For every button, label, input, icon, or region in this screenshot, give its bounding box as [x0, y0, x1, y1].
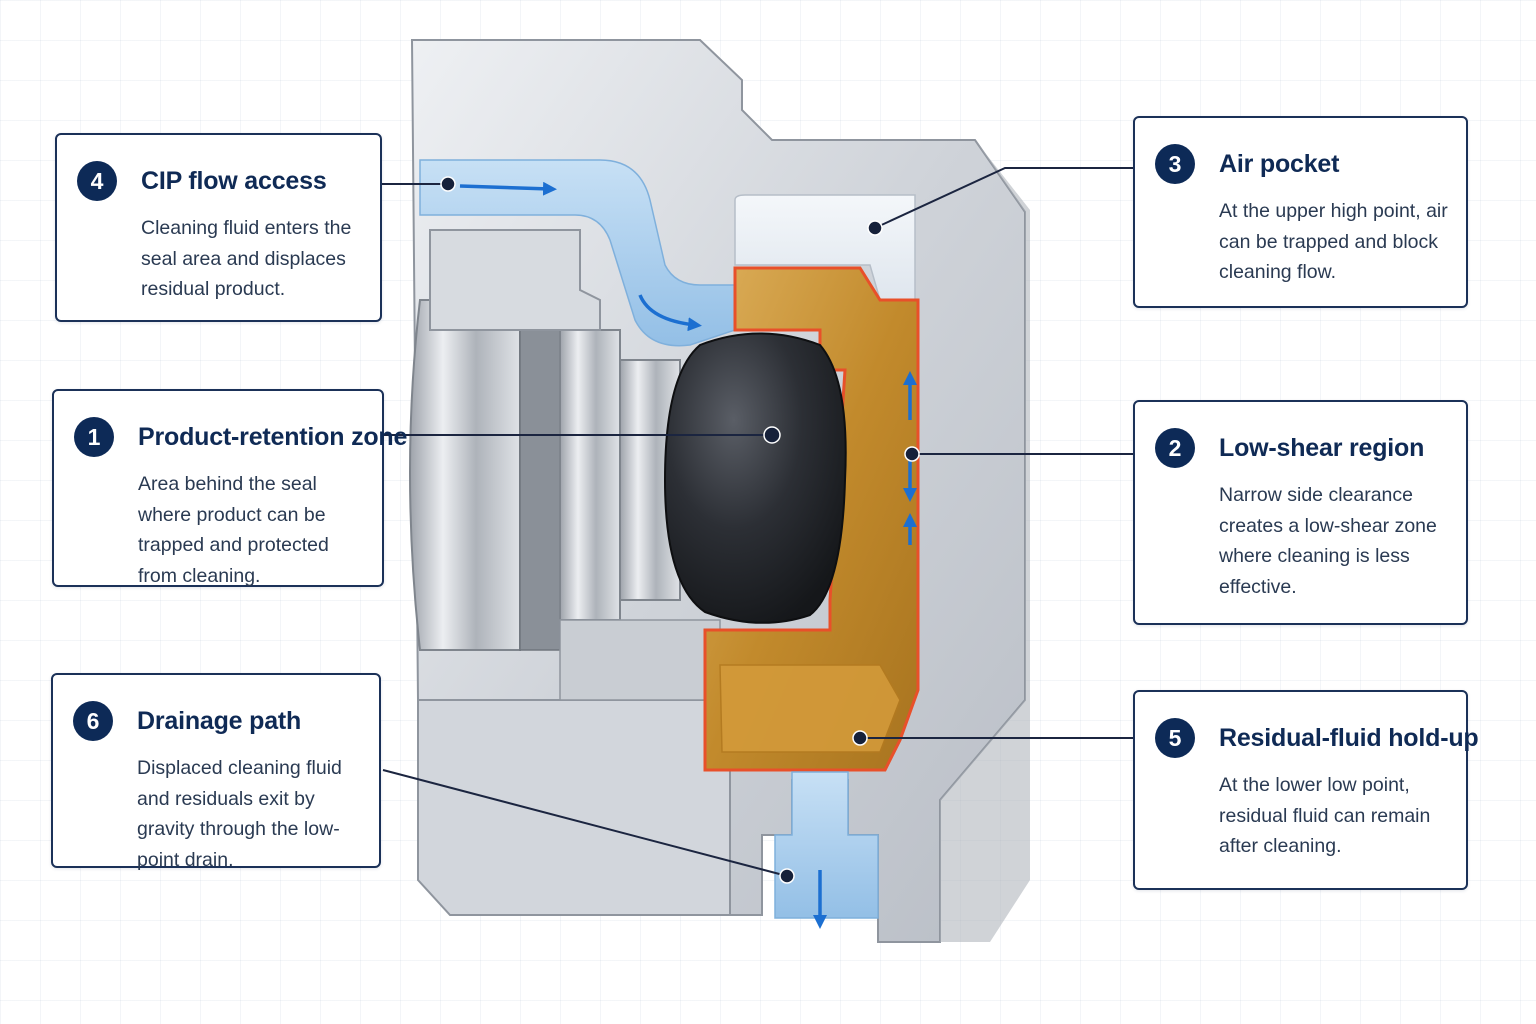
callout-title: Product-retention zone — [138, 423, 408, 451]
bearing-rings — [409, 229, 721, 701]
leader-lines — [381, 167, 1133, 877]
callout-description: Displaced cleaning fluid and residuals e… — [137, 757, 342, 871]
callout-title: Air pocket — [1219, 150, 1340, 178]
callout-title: Residual-fluid hold-up — [1219, 724, 1479, 752]
residual-sump — [719, 664, 901, 753]
callout-description: Cleaning fluid enters the seal area and … — [141, 217, 352, 300]
callout-description: At the lower low point, residual fluid c… — [1219, 774, 1431, 857]
flow-arrows — [459, 181, 917, 929]
callout-number-badge: 6 — [73, 701, 113, 741]
callout-low-shear-region: 2 Low-shear region Narrow side clearance… — [1133, 400, 1468, 625]
callout-title: Drainage path — [137, 707, 302, 735]
callout-number-badge: 2 — [1155, 428, 1195, 468]
callout-description: Area behind the seal where product can b… — [138, 473, 329, 587]
housing-side-face — [940, 140, 1030, 942]
callout-description: Narrow side clearance creates a low-shea… — [1219, 484, 1437, 598]
leader-dots — [440, 176, 920, 884]
callout-number-badge: 4 — [77, 161, 117, 201]
callout-drainage-path: 6 Drainage path Displaced cleaning fluid… — [51, 673, 381, 871]
callout-description: At the upper high point, air can be trap… — [1219, 200, 1448, 283]
callout-product-retention-zone: 1 Product-retention zone Area behind the… — [52, 389, 407, 587]
elastomer-seal — [663, 332, 847, 624]
drain-channel — [774, 771, 879, 919]
callout-residual-fluid-hold-up: 5 Residual-fluid hold-up At the lower lo… — [1133, 690, 1479, 890]
callout-number-badge: 3 — [1155, 144, 1195, 184]
callout-title: Low-shear region — [1219, 434, 1425, 462]
callout-title: CIP flow access — [141, 167, 327, 195]
callout-number-badge: 5 — [1155, 718, 1195, 758]
callout-number-badge: 1 — [74, 417, 114, 457]
air-pocket-cavity — [734, 194, 916, 301]
callout-air-pocket: 3 Air pocket At the upper high point, ai… — [1133, 116, 1468, 308]
callout-cip-flow-access: 4 CIP flow access Cleaning fluid enters … — [55, 133, 382, 322]
housing-bottom-block — [417, 699, 731, 916]
